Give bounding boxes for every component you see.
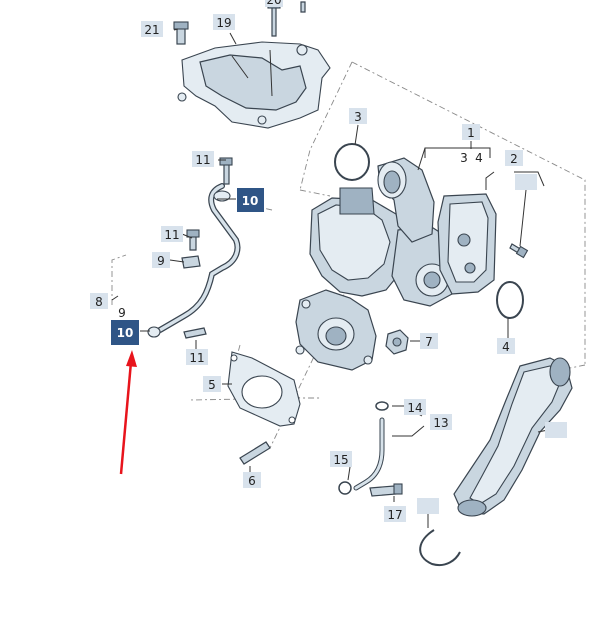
callout-13-top: 14	[404, 399, 426, 415]
air-hose-part-19	[453, 357, 573, 517]
callout-13-bottom: 15	[330, 451, 352, 467]
clamp-part-20	[419, 529, 461, 566]
svg-text:15: 15	[333, 453, 348, 467]
callout-20	[417, 498, 439, 514]
svg-text:11: 11	[164, 228, 179, 242]
bolt-parts-top	[173, 1, 306, 45]
callout-18: 21	[141, 21, 163, 37]
callout-6: 6	[243, 472, 261, 488]
callout-3-group: 3	[460, 151, 468, 165]
callout-11-bottom: 11	[186, 349, 208, 365]
callout-11-top: 11	[192, 151, 214, 167]
svg-text:7: 7	[425, 335, 433, 349]
svg-text:14: 14	[407, 401, 422, 415]
svg-text:10: 10	[242, 194, 259, 208]
callout-10-left: 10	[111, 320, 139, 345]
svg-text:6: 6	[248, 474, 256, 488]
callout-5: 5	[203, 376, 221, 392]
callout-2: 2	[505, 150, 523, 166]
callout-14: 17	[384, 506, 406, 522]
callout-4-group: 4	[475, 151, 483, 165]
svg-text:9: 9	[118, 306, 126, 320]
svg-text:19: 19	[216, 16, 231, 30]
oil-pipe-part-9	[147, 183, 241, 338]
svg-text:20: 20	[266, 0, 281, 7]
heat-shield-part	[177, 41, 331, 129]
o-ring-part-4	[496, 281, 524, 319]
svg-text:11: 11	[189, 351, 204, 365]
svg-text:5: 5	[208, 378, 216, 392]
callout-9-mid: 9	[152, 252, 170, 268]
svg-text:21: 21	[144, 23, 159, 37]
callout-17: 20	[265, 0, 283, 7]
bolt-part-21	[509, 243, 529, 259]
callout-3-oring: 3	[349, 108, 367, 124]
svg-text:9: 9	[157, 254, 165, 268]
nut-part-7	[385, 329, 409, 355]
svg-text:4: 4	[502, 340, 510, 354]
svg-text:11: 11	[195, 153, 210, 167]
callout-10-top: 10	[237, 188, 264, 212]
callout-8: 8	[90, 293, 108, 309]
stud-part-6	[239, 441, 271, 465]
svg-text:3: 3	[354, 110, 362, 124]
callout-1: 1	[462, 124, 480, 140]
callout-4-oring: 4	[497, 338, 515, 354]
svg-text:1: 1	[467, 126, 475, 140]
callout-21	[515, 174, 537, 190]
callout-19	[545, 422, 567, 438]
callout-11-mid: 11	[161, 226, 183, 242]
callout-7: 7	[420, 333, 438, 349]
coolant-pipe-part-12	[338, 401, 403, 497]
svg-text:10: 10	[117, 326, 134, 340]
svg-text:4: 4	[475, 151, 483, 165]
svg-text:8: 8	[95, 295, 103, 309]
svg-text:3: 3	[460, 151, 468, 165]
gasket-part-5	[227, 351, 301, 427]
callout-12: 13	[430, 414, 452, 430]
svg-text:17: 17	[387, 508, 402, 522]
red-arrow-annotation	[119, 350, 137, 475]
callout-15: 19	[213, 14, 235, 30]
o-ring-part-3	[334, 143, 370, 181]
callout-9-left: 9	[118, 306, 126, 320]
svg-text:13: 13	[433, 416, 448, 430]
turbocharger-part	[295, 157, 497, 371]
bolt-parts-11	[183, 157, 233, 339]
callout-labels: 20 21 19 3 1 3 4 2 4 11 10 11 9 8 9 10 1…	[90, 0, 567, 522]
svg-text:2: 2	[510, 152, 518, 166]
